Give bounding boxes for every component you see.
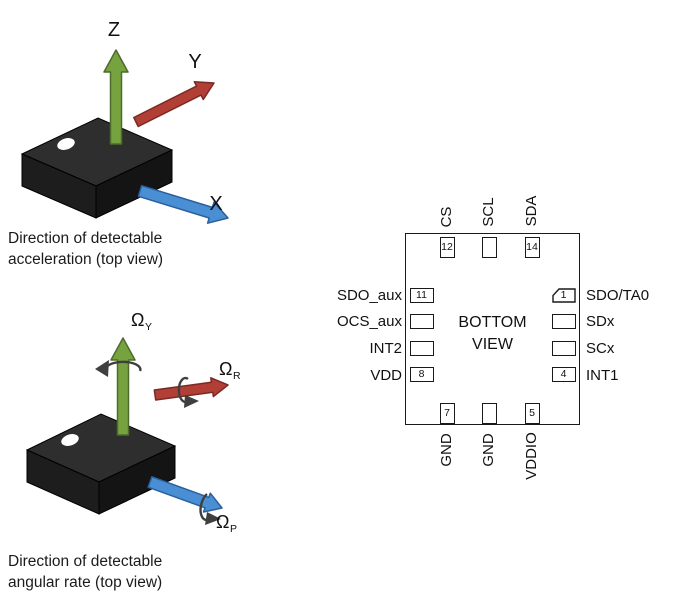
pin-box-bottom-3: 5 [524, 402, 540, 424]
chip-right-face [95, 149, 173, 219]
package-view-label: BOTTOM VIEW [405, 312, 580, 356]
y-axis-label: Y [188, 51, 201, 73]
acceleration-axes-figure: Z Y X [20, 19, 229, 224]
package-outline [405, 233, 580, 425]
pin-label-sdx: SDx [586, 313, 615, 330]
pin-box-right-1-chamfered: 1 [551, 287, 576, 303]
pin-label-cs: CS [438, 206, 455, 228]
pin-box-left-4: 8 [409, 367, 434, 382]
acceleration-caption: Direction of detectable acceleration (to… [8, 228, 163, 270]
pin-box-left-1: 11 [409, 287, 434, 303]
chip-right-face [98, 445, 176, 515]
pin-box-right-2 [551, 314, 576, 329]
pin-label-ocs-aux: OCS_aux [336, 313, 402, 330]
yaw-axis-arrow [110, 337, 136, 436]
acceleration-caption-line2: acceleration (top view) [8, 251, 164, 268]
angular-rate-caption-line1: Direction of detectable [8, 553, 163, 570]
pin-number: 4 [560, 368, 567, 381]
pin-number: 5 [529, 406, 535, 419]
omega-yaw-label: Ω [131, 310, 144, 330]
pin1-dot-marker [57, 138, 75, 150]
pin-label-gnd-2: GND [480, 433, 497, 467]
pin-box-top-1: 12 [439, 237, 455, 258]
angular-rate-caption-line2: angular rate (top view) [8, 574, 163, 591]
acceleration-caption-line1: Direction of detectable [8, 230, 163, 247]
pin-label-gnd-1: GND [438, 433, 455, 467]
y-axis-arrow [133, 80, 215, 128]
pin1-dot-marker [61, 434, 79, 446]
pin-number: 8 [418, 368, 425, 381]
omega-pitch-label: Ω [216, 512, 229, 532]
pin-box-left-2 [409, 314, 434, 329]
pin-box-top-3: 14 [524, 237, 540, 258]
omega-pitch-subscript: P [230, 523, 237, 535]
pin-label-sdo-aux: SDO_aux [336, 287, 402, 304]
pin-number: 14 [526, 241, 538, 254]
z-axis-label: Z [108, 19, 120, 41]
pin-number: 11 [416, 288, 427, 301]
angular-rate-caption: Direction of detectable angular rate (to… [8, 551, 162, 593]
package-view-label-line1: BOTTOM [458, 314, 527, 331]
x-axis-arrow [137, 184, 229, 224]
pin1-chamfer-shape [551, 287, 576, 303]
pin-box-right-3 [551, 340, 576, 356]
pin-box-right-4: 4 [551, 367, 576, 382]
pin-box-bottom-2 [481, 402, 497, 424]
omega-roll-subscript: R [233, 370, 241, 382]
z-axis-arrow [103, 49, 129, 145]
pin-box-bottom-1: 7 [439, 402, 455, 424]
pin-box-left-3 [409, 340, 434, 356]
pin-label-vddio: VDDIO [523, 432, 540, 480]
pin-label-scx: SCx [586, 340, 615, 357]
roll-axis-arrow [153, 377, 229, 401]
pin-label-vdd: VDD [370, 367, 402, 384]
angular-rate-figure: Ω Y Ω R Ω P [25, 310, 241, 535]
omega-yaw-subscript: Y [145, 321, 152, 333]
pin-number: 1 [560, 288, 567, 301]
roll-rotation-arrowhead [184, 395, 199, 408]
yaw-rotation-arrowhead [95, 360, 109, 377]
pin-label-int2: INT2 [369, 340, 402, 357]
pin-box-top-2 [481, 237, 497, 258]
pin-label-int1: INT1 [586, 367, 619, 384]
pin-number: 7 [444, 406, 450, 419]
omega-roll-label: Ω [219, 359, 232, 379]
pin-label-sdo-ta0: SDO/TA0 [586, 287, 650, 304]
pin-number: 12 [441, 241, 453, 254]
pin-label-scl: SCL [480, 197, 497, 227]
pitch-axis-arrow [147, 476, 223, 513]
package-view-label-line2: VIEW [472, 336, 513, 353]
pin-label-sda: SDA [523, 195, 540, 227]
x-axis-label: X [209, 193, 222, 215]
pitch-rotation-arrowhead [205, 512, 221, 525]
